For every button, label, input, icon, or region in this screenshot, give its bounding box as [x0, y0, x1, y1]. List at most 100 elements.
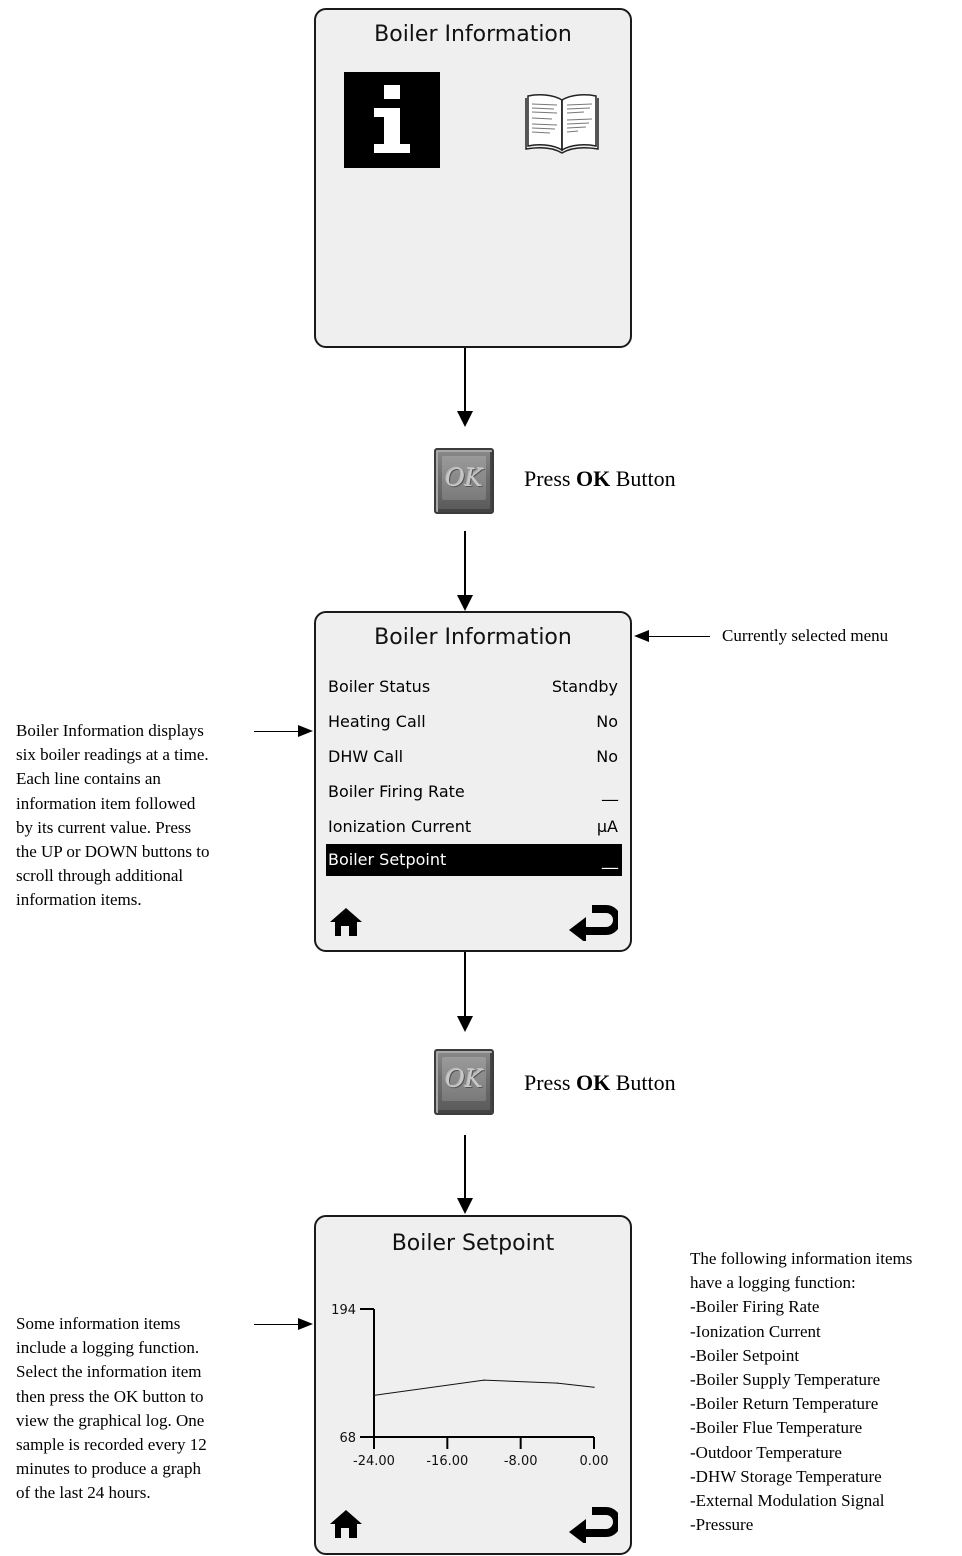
- note-line: then press the OK button to: [16, 1386, 204, 1406]
- row-value: No: [596, 747, 618, 766]
- ok-button-label: OK: [442, 1057, 486, 1101]
- info-row-ionization-current[interactable]: Ionization Current µA: [326, 811, 622, 843]
- info-icon[interactable]: [344, 72, 440, 168]
- x-tick-label: 0.00: [580, 1454, 609, 1467]
- row-label: Ionization Current: [328, 817, 472, 836]
- press-suffix: Button: [610, 1070, 676, 1095]
- row-label: Boiler Firing Rate: [328, 782, 465, 801]
- row-label: Boiler Status: [328, 677, 431, 696]
- graph-screen-description: Some information items include a logging…: [16, 1312, 207, 1506]
- flow-arrow-head: [457, 1016, 473, 1032]
- list-screen-description: Boiler Information displays six boiler r…: [16, 719, 209, 913]
- back-arrow-icon[interactable]: [566, 1507, 621, 1545]
- note-line: scroll through additional: [16, 866, 184, 886]
- row-label: Heating Call: [328, 712, 426, 731]
- setpoint-data-point: [593, 1386, 595, 1388]
- info-row-boiler-firing-rate[interactable]: Boiler Firing Rate __: [326, 776, 622, 808]
- note-line: of the last 24 hours.: [16, 1483, 151, 1503]
- flow-arrow-line: [464, 531, 466, 596]
- y-tick-label: 68: [339, 1431, 356, 1446]
- flow-arrow-head: [457, 411, 473, 427]
- press-prefix: Press: [524, 1070, 576, 1095]
- boiler-setpoint-graph-screen: Boiler Setpoint 194 68 -24.00 -16.00 -8.00 0.…: [314, 1215, 632, 1555]
- chart-ticks: 194 68 -24.00 -16.00 -8.00 0.00: [331, 1303, 608, 1467]
- row-value: Standby: [551, 677, 618, 696]
- note-line: The following information items: [690, 1249, 913, 1268]
- note-line: -Pressure: [690, 1515, 754, 1535]
- note-line: -Boiler Return Temperature: [690, 1394, 879, 1414]
- press-ok-instruction: Press OK Button: [524, 466, 676, 492]
- book-glyph: [525, 94, 599, 154]
- screen-title: Boiler Information: [374, 22, 572, 47]
- back-arrow-icon[interactable]: [566, 905, 621, 943]
- home-icon[interactable]: [328, 905, 364, 939]
- pointer-arrow-head: [298, 1318, 313, 1330]
- manual-book-icon[interactable]: [524, 86, 600, 156]
- note-line: include a logging function.: [16, 1338, 200, 1358]
- ok-button-label: OK: [442, 456, 486, 500]
- screen-title: Boiler Information: [374, 625, 572, 650]
- logging-items-list: The following information items have a l…: [690, 1247, 912, 1537]
- setpoint-log-chart: 194 68 -24.00 -16.00 -8.00 0.00: [331, 1303, 608, 1467]
- row-label: Boiler Setpoint: [328, 850, 447, 869]
- row-label: DHW Call: [328, 747, 404, 766]
- note-line: -Outdoor Temperature: [690, 1442, 842, 1462]
- note-line: the UP or DOWN buttons to: [16, 842, 210, 862]
- note-line: have a logging function:: [690, 1273, 856, 1293]
- note-line: -Boiler Firing Rate: [690, 1297, 820, 1317]
- pointer-arrow-head: [298, 725, 313, 737]
- pointer-arrow-line: [254, 1324, 300, 1325]
- back-glyph: [569, 1507, 621, 1545]
- info-row-boiler-status[interactable]: Boiler Status Standby: [326, 671, 622, 703]
- setpoint-data-point: [556, 1382, 558, 1384]
- pointer-arrow-line: [648, 636, 710, 637]
- row-value: __: [602, 782, 618, 801]
- note-line: minutes to produce a graph: [16, 1459, 202, 1479]
- flow-arrow-line: [464, 348, 466, 412]
- boiler-info-icon-screen: Boiler Information: [314, 8, 632, 348]
- note-line: -External Modulation Signal: [690, 1491, 885, 1511]
- setpoint-data-point: [373, 1394, 375, 1396]
- press-suffix: Button: [610, 466, 676, 491]
- home-glyph: [330, 908, 362, 936]
- note-line: sample is recorded every 12: [16, 1435, 207, 1455]
- note-line: -Boiler Setpoint: [690, 1345, 800, 1365]
- current-menu-annotation: Currently selected menu: [722, 626, 889, 645]
- note-line: -Ionization Current: [690, 1321, 821, 1341]
- pointer-arrow-line: [254, 731, 300, 732]
- ok-button[interactable]: OK: [434, 1049, 494, 1115]
- setpoint-series-line: [373, 1379, 595, 1396]
- x-tick-label: -24.00: [353, 1454, 395, 1467]
- note-line: information item followed: [16, 793, 196, 813]
- row-value: __: [602, 850, 618, 869]
- note-line: -Boiler Supply Temperature: [690, 1370, 881, 1390]
- note-line: -Boiler Flue Temperature: [690, 1418, 863, 1438]
- pointer-arrow-head: [634, 630, 649, 642]
- note-line: -DHW Storage Temperature: [690, 1466, 882, 1486]
- flow-arrow-head: [457, 1198, 473, 1214]
- flow-arrow-line: [464, 1135, 466, 1199]
- y-tick-label: 194: [331, 1303, 356, 1318]
- press-ok-instruction: Press OK Button: [524, 1070, 676, 1096]
- info-row-heating-call[interactable]: Heating Call No: [326, 706, 622, 738]
- ok-button[interactable]: OK: [434, 448, 494, 514]
- boiler-info-list-screen: Boiler Information Boiler Status Standby…: [314, 611, 632, 952]
- chart-axes: [373, 1309, 594, 1438]
- note-line: information items.: [16, 890, 142, 910]
- press-key: OK: [575, 466, 611, 491]
- info-row-boiler-setpoint-selected[interactable]: Boiler Setpoint __: [326, 844, 622, 876]
- x-tick-label: -8.00: [504, 1454, 538, 1467]
- home-icon[interactable]: [328, 1507, 364, 1541]
- row-value: µA: [596, 817, 618, 836]
- setpoint-data-point: [483, 1379, 485, 1381]
- press-prefix: Press: [524, 466, 576, 491]
- note-line: Each line contains an: [16, 769, 161, 789]
- flow-arrow-head: [457, 595, 473, 611]
- screen-title: Boiler Setpoint: [391, 1231, 555, 1256]
- note-line: Boiler Information displays: [16, 721, 204, 740]
- x-tick-label: -16.00: [426, 1454, 468, 1467]
- info-row-dhw-call[interactable]: DHW Call No: [326, 741, 622, 773]
- note-line: by its current value. Press: [16, 817, 192, 837]
- row-value: No: [596, 712, 618, 731]
- note-line: Some information items: [16, 1314, 181, 1333]
